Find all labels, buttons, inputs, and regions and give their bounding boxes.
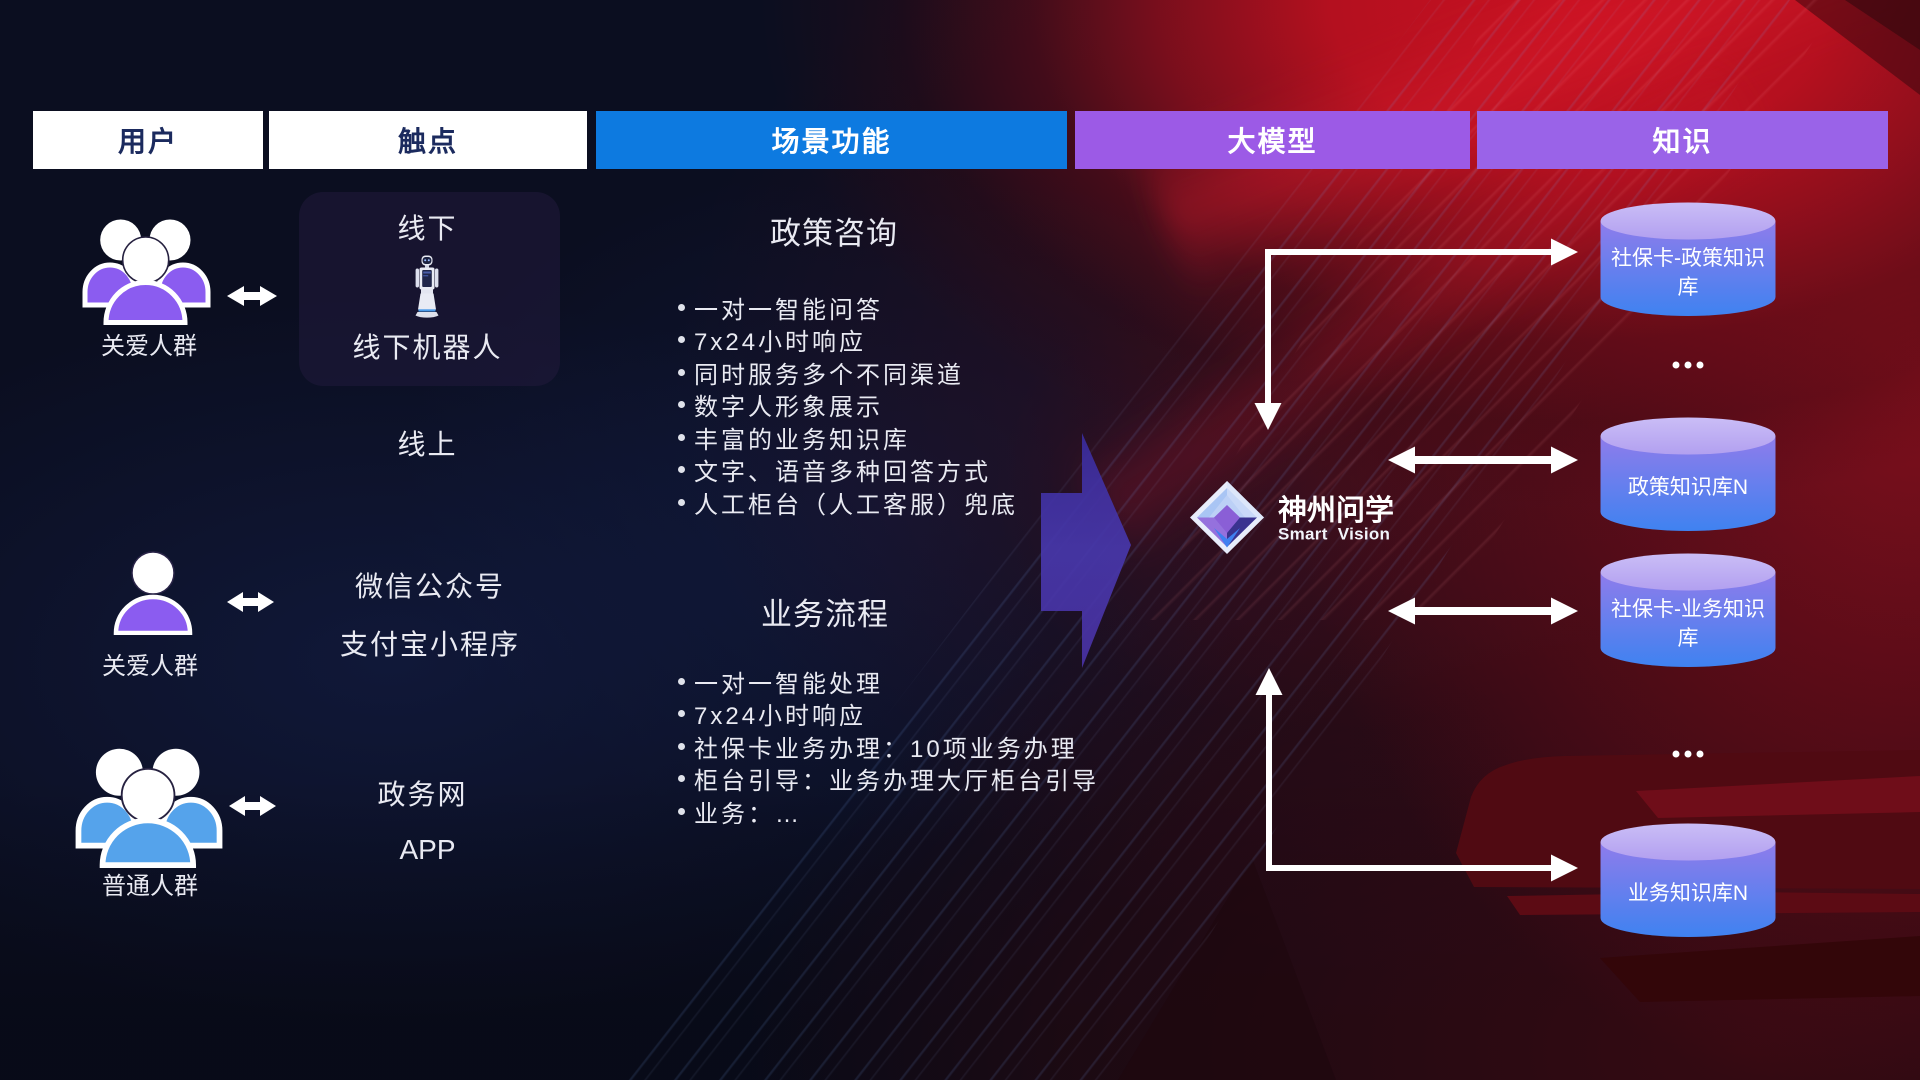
svg-text:业务知识库N: 业务知识库N xyxy=(1628,882,1748,905)
svg-text:库: 库 xyxy=(1678,276,1699,299)
svg-text:政策知识库N: 政策知识库N xyxy=(1628,476,1748,499)
svg-text:社保卡-政策知识: 社保卡-政策知识 xyxy=(1611,247,1765,270)
svg-text:Smart Vision: Smart Vision xyxy=(1278,525,1390,544)
svg-text:库: 库 xyxy=(1678,627,1699,650)
svg-text:神州问学: 神州问学 xyxy=(1278,493,1394,527)
svg-text:社保卡-业务知识: 社保卡-业务知识 xyxy=(1611,598,1765,621)
